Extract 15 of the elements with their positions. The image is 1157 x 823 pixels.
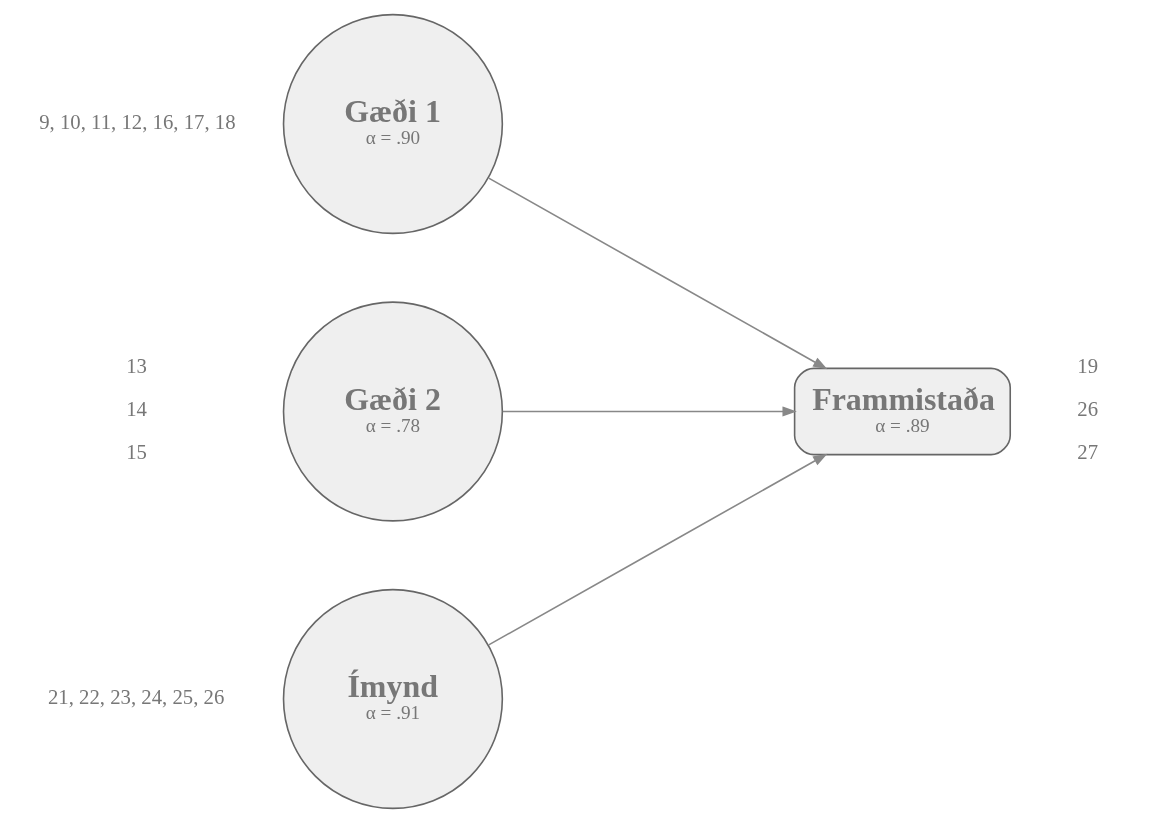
node-circle: Ímynd α = .91: [282, 588, 503, 810]
arrow: [487, 453, 827, 646]
node-box: Frammistaða α = .89: [793, 367, 1011, 456]
node-circle: Gæði 1 α = .90: [282, 13, 503, 235]
node-label: 9, 10, 11, 12, 16, 17, 18: [38, 111, 236, 134]
arrow: [501, 406, 797, 417]
node-label: 26: [1076, 398, 1098, 421]
node-label: 27: [1076, 441, 1098, 464]
node-circle: Gæði 2 α = .78: [282, 301, 503, 522]
arrow: [487, 177, 827, 370]
node-label: 21, 22, 23, 24, 25, 26: [47, 686, 224, 709]
node-label: 15: [125, 441, 147, 464]
node-label: 19: [1076, 355, 1098, 378]
node-label: 13: [125, 355, 147, 378]
node-label: 14: [125, 398, 147, 421]
